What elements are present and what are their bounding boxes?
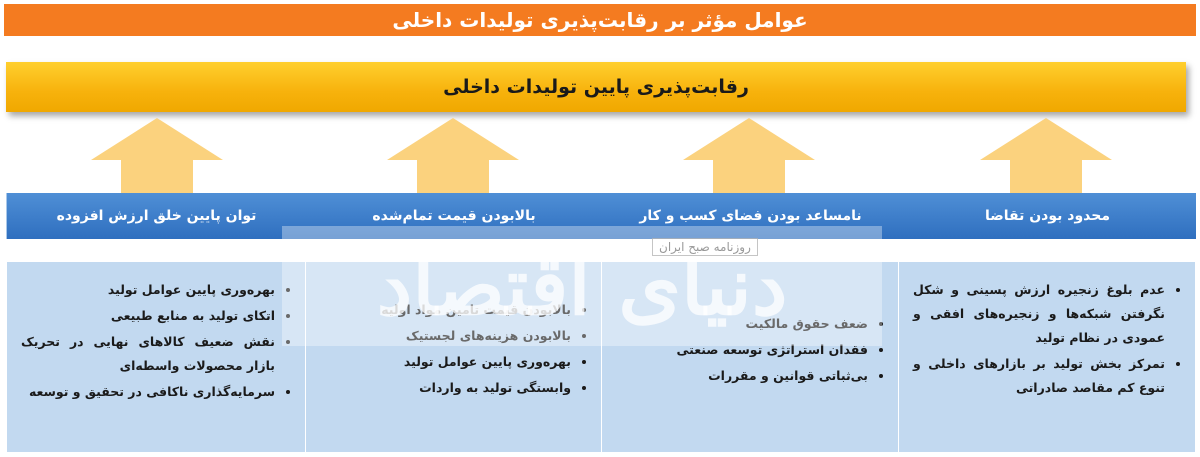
factor-list: عدم بلوغ زنجیره ارزش پسینی و شکل نگرفتن … (913, 278, 1181, 400)
category-header-business-environment: نامساعد بودن فضای کسب و کار (601, 193, 899, 239)
list-item: تمرکز بخش تولید بر بازارهای داخلی و تنوع… (913, 352, 1165, 400)
up-arrow-icon (980, 118, 1112, 198)
list-item: بهره‌وری پایین عوامل تولید (21, 278, 275, 302)
list-item: ضعف حقوق مالکیت (616, 312, 868, 336)
main-banner: رقابت‌پذیری پایین تولیدات داخلی (6, 62, 1186, 112)
list-item: وابستگی تولید به واردات (320, 376, 571, 400)
watermark-subtitle: روزنامه صبح ایران (652, 238, 758, 256)
list-item: بی‌ثباتی قوانین و مقررات (616, 364, 868, 388)
up-arrow-icon (387, 118, 519, 198)
up-arrow-icon (91, 118, 223, 198)
list-item: بهره‌وری پایین عوامل تولید (320, 350, 571, 374)
category-body-demand: عدم بلوغ زنجیره ارزش پسینی و شکل نگرفتن … (898, 262, 1195, 452)
up-arrow-icon (683, 118, 815, 198)
factor-list: بالابودن قیمت تامین مواد اولیه بالابودن … (320, 298, 587, 400)
list-item: بالابودن هزینه‌های لجستیک (320, 324, 571, 348)
category-header-cost: بالابودن قیمت تمام‌شده (305, 193, 602, 239)
category-body-cost: بالابودن قیمت تامین مواد اولیه بالابودن … (305, 262, 601, 452)
list-item: اتکای تولید به منابع طبیعی (21, 304, 275, 328)
list-item: عدم بلوغ زنجیره ارزش پسینی و شکل نگرفتن … (913, 278, 1165, 350)
category-body-value-added: بهره‌وری پایین عوامل تولید اتکای تولید ب… (6, 262, 305, 452)
factor-list: بهره‌وری پایین عوامل تولید اتکای تولید ب… (21, 278, 291, 404)
list-item: نقش ضعیف کالاهای نهایی در تحریک بازار مح… (21, 330, 275, 378)
list-item: بالابودن قیمت تامین مواد اولیه (320, 298, 571, 322)
diagram-title: عوامل مؤثر بر رقابت‌پذیری تولیدات داخلی (4, 4, 1196, 36)
list-item: فقدان استراتژی توسعه صنعتی (616, 338, 868, 362)
category-header-demand: محدود بودن تقاضا (898, 193, 1196, 239)
factor-list: ضعف حقوق مالکیت فقدان استراتژی توسعه صنع… (616, 312, 884, 388)
category-header-value-added: توان پایین خلق ارزش افزوده (6, 193, 306, 239)
category-body-business-environment: ضعف حقوق مالکیت فقدان استراتژی توسعه صنع… (601, 262, 898, 452)
list-item: سرمایه‌گذاری ناکافی در تحقیق و توسعه (21, 380, 275, 404)
